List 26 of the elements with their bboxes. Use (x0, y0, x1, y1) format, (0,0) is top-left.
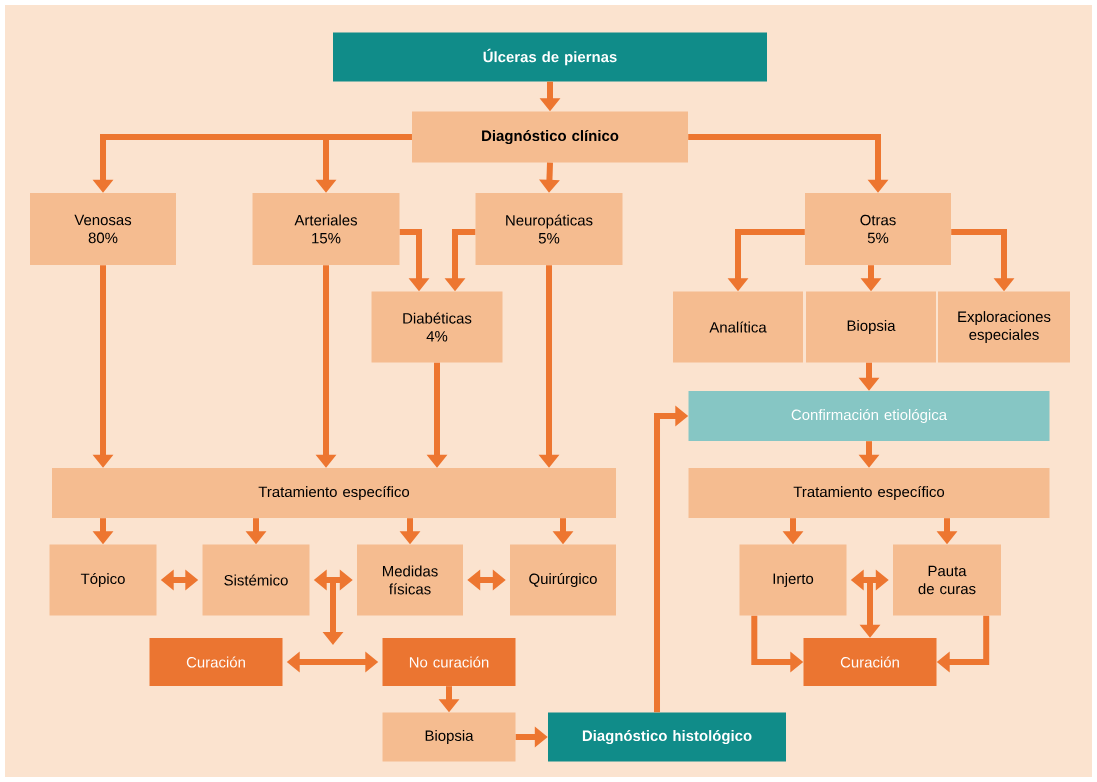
title-box: Diagnóstico histológico (548, 712, 786, 762)
process-box: Pauta de curas (893, 544, 1001, 616)
process-box: Diabéticas 4% (371, 291, 503, 363)
outcome-box: Curación (803, 638, 937, 686)
process-box: Analítica (673, 291, 803, 363)
process-box: Otras 5% (805, 193, 951, 265)
outcome-box: Curación (149, 638, 283, 686)
process-box: Tópico (49, 544, 157, 616)
process-box: Sistémico (202, 544, 310, 616)
process-box: Exploraciones especiales (938, 291, 1070, 363)
process-box: Biopsia (382, 712, 516, 762)
process-box: Neuropáticas 5% (475, 193, 623, 265)
process-box: Tratamiento específico (688, 468, 1050, 518)
node-label: Exploraciones especiales (958, 311, 1051, 343)
process-box: Quirúrgico (510, 544, 616, 616)
process-box: Confirmación etiológica (688, 391, 1050, 441)
process-box: Diagnóstico clínico (412, 111, 688, 163)
process-box: Injerto (739, 544, 847, 616)
process-box: Venosas 80% (30, 193, 176, 265)
process-box: Tratamiento específico (52, 468, 616, 518)
node-label: Biopsia (847, 320, 896, 334)
process-box: Arteriales 15% (252, 193, 400, 265)
outcome-box: No curación (382, 638, 516, 686)
process-box: Medidas físicas (357, 544, 463, 616)
process-box: Biopsia (806, 291, 936, 363)
title-box: Úlceras de piernas (333, 32, 767, 82)
